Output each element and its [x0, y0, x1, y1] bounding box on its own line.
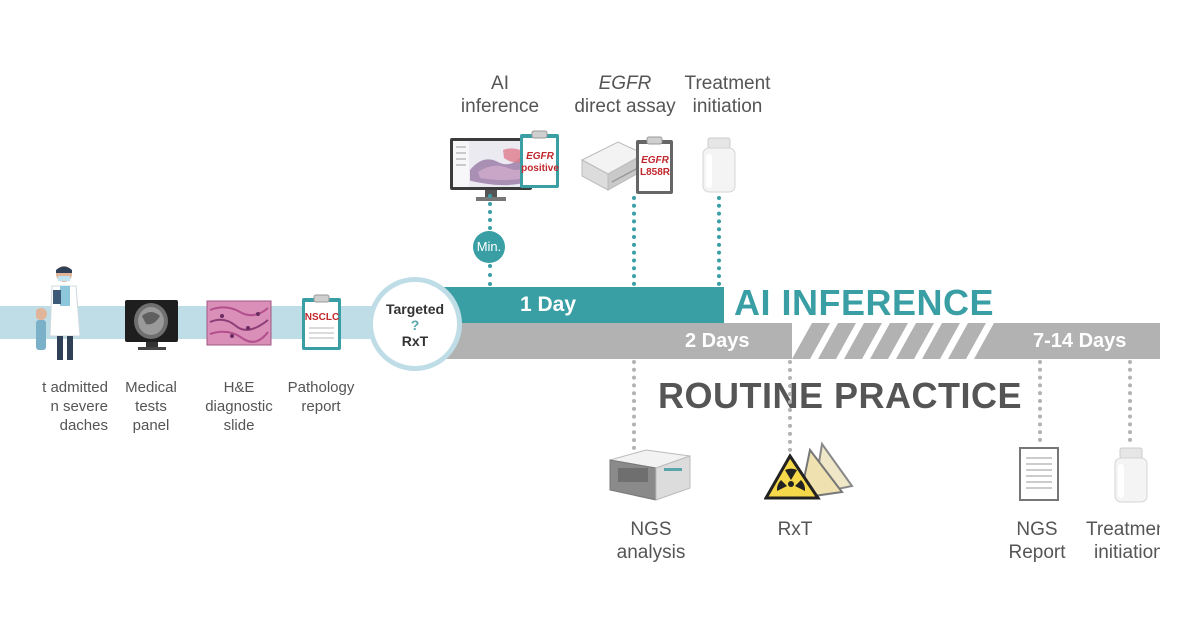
assay-result-text-1: EGFR [641, 155, 669, 166]
pill-bottle-icon-top [702, 137, 736, 193]
ngs-report-icon [1019, 447, 1059, 501]
left-step-he-line1: H&E [223, 379, 255, 396]
assay-machine-icon [580, 141, 646, 191]
egfr-assay-label-line2: direct assay [574, 96, 676, 117]
routine-duration-label-1: 2 Days [685, 330, 750, 352]
left-step-patient: t admitted n severe daches [0, 378, 108, 435]
routine-duration-label-2: 7-14 Days [1033, 330, 1127, 352]
left-step-medical-line3: panel [132, 417, 170, 434]
he-slide-icon [206, 300, 272, 346]
left-step-patient-line3: daches [59, 417, 108, 434]
ai-inference-heading: AI INFERENCE [734, 282, 995, 323]
connector-ai-bottom [488, 264, 492, 286]
treatment-initiation-top-label: Treatment initiation [670, 72, 785, 118]
ngs-sequencer-icon [609, 449, 691, 501]
assay-result-text-2: L858R [639, 167, 670, 178]
left-step-pathology-line2: report [301, 398, 341, 415]
routine-band-striped-section [792, 323, 1010, 359]
left-step-he-line2: diagnostic [205, 398, 273, 415]
bottom-rxt-line1: RxT [777, 519, 813, 540]
bottom-treatment-line1: Treatmen [1086, 519, 1160, 540]
left-step-he-slide: H&E diagnostic slide [196, 378, 282, 435]
egfr-assay-label-italic: EGFR [598, 73, 652, 94]
bottom-treatment-line2: initiation [1094, 542, 1160, 563]
left-step-patient-line1: t admitted [42, 379, 108, 396]
bottom-ngs-analysis-line1: NGS [630, 519, 672, 540]
connector-rxt [788, 360, 792, 452]
bottom-ngs-report-line2: Report [1008, 542, 1066, 563]
circle-question-mark: ? [410, 317, 420, 333]
clipboard-icon-ai [520, 130, 559, 188]
bottom-step-treatment-clip: Treatmen initiation [1078, 518, 1160, 568]
circle-line2: RxT [401, 333, 429, 349]
connector-ngs-analysis [632, 360, 636, 450]
clipboard-icon-assay [636, 136, 673, 194]
left-step-pathology-line1: Pathology [287, 379, 355, 396]
bottom-step-ngs-report: NGS Report [996, 518, 1078, 564]
min-badge: Min. [473, 231, 505, 263]
treatment-top-line2: initiation [692, 96, 763, 117]
left-step-medical-line2: tests [135, 398, 167, 415]
bottom-step-treatment: Treatmen initiation [1078, 518, 1160, 564]
bottom-ngs-report-line1: NGS [1016, 519, 1058, 540]
pathology-clipboard-icon [302, 294, 341, 350]
ai-inference-label: AI inference [440, 72, 560, 118]
ai-inference-label-line2: inference [460, 96, 540, 117]
left-step-medical-tests: Medical tests panel [110, 378, 192, 435]
bottom-ngs-analysis-line2: analysis [616, 542, 686, 563]
bottom-step-rxt: RxT [760, 518, 830, 541]
ai-result-text-2: positive [521, 163, 559, 174]
connector-assay [632, 196, 636, 286]
left-step-he-line3: slide [223, 417, 255, 434]
doctor-patient-icon [36, 266, 81, 360]
pathology-result-text: NSCLC [304, 312, 340, 323]
ai-result-text-1: EGFR [526, 151, 554, 162]
radiation-hazard-icon [764, 441, 854, 500]
bottom-step-ngs-analysis: NGS analysis [596, 518, 706, 564]
treatment-top-line1: Treatment [684, 73, 771, 94]
connector-treatment-bottom [1128, 360, 1132, 442]
medical-scan-monitor-icon [125, 300, 178, 350]
left-step-patient-line2: n severe [50, 398, 108, 415]
egfr-assay-label: EGFR direct assay [560, 72, 690, 118]
targeted-rxt-decision-circle: Targeted ? RxT [368, 277, 462, 371]
ai-duration-label: 1 Day [520, 293, 577, 316]
pill-bottle-icon-bottom [1114, 447, 1148, 503]
connector-ngs-report [1038, 360, 1042, 442]
connector-treatment-top [717, 196, 721, 286]
connector-ai-top [488, 194, 492, 230]
ai-inference-band [420, 287, 724, 323]
left-step-pathology-report: Pathology report [280, 378, 362, 416]
left-step-medical-line1: Medical [125, 379, 177, 396]
ai-inference-label-line1: AI [491, 73, 509, 94]
circle-line1: Targeted [385, 301, 445, 317]
routine-practice-heading: ROUTINE PRACTICE [658, 375, 1023, 416]
